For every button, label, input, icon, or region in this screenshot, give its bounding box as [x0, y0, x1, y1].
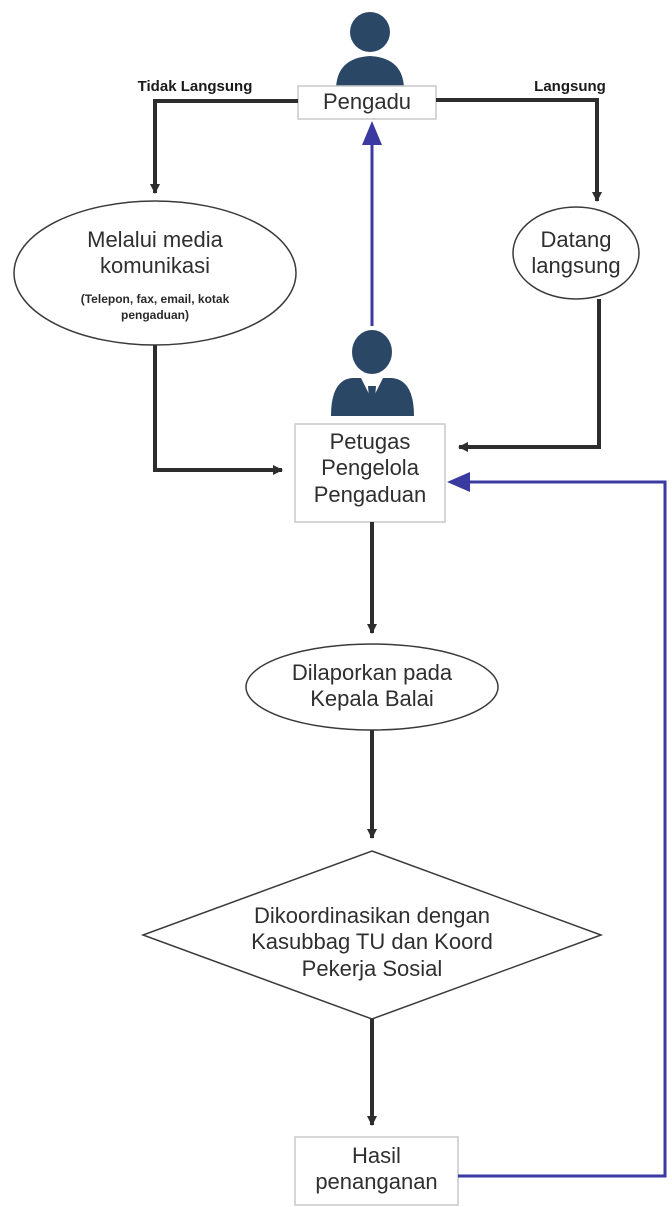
petugas-label: Petugas Pengelola Pengaduan — [313, 429, 427, 507]
arrowhead-hasil-to-petugas — [447, 472, 470, 492]
dikoordinasikan-label: Dikoordinasikan dengan Kasubbag TU dan K… — [251, 903, 493, 981]
feedback-arrows — [370, 140, 667, 1178]
arrow-tidak-langsung — [150, 99, 298, 194]
petugas-box — [294, 423, 446, 523]
edge-label-tidak-langsung: Tidak Langsung — [137, 78, 253, 95]
dark-arrows — [150, 98, 602, 1126]
hasil-label: Hasil penanganan — [315, 1143, 438, 1195]
arrow-langsung — [436, 98, 602, 202]
person-icon — [336, 12, 404, 90]
datang-ellipse — [512, 206, 640, 300]
edge-label-langsung: Langsung — [534, 78, 606, 95]
datang-label: Datang langsung — [531, 227, 621, 279]
hasil-box — [294, 1136, 459, 1206]
arrow-media-to-petugas — [153, 345, 283, 475]
officer-person-icon — [331, 330, 414, 416]
dilaporkan-label: Dilaporkan pada Kepala Balai — [291, 660, 453, 712]
media-note: (Telepon, fax, email, kotak pengaduan) — [80, 292, 230, 322]
arrowhead-petugas-to-pengadu — [362, 121, 382, 145]
pengadu-label: Pengadu — [322, 89, 412, 114]
arrow-datang-to-petugas — [458, 299, 601, 452]
media-label: Melalui media komunikasi — [87, 227, 223, 279]
arrow-hasil-to-petugas — [458, 480, 667, 1178]
